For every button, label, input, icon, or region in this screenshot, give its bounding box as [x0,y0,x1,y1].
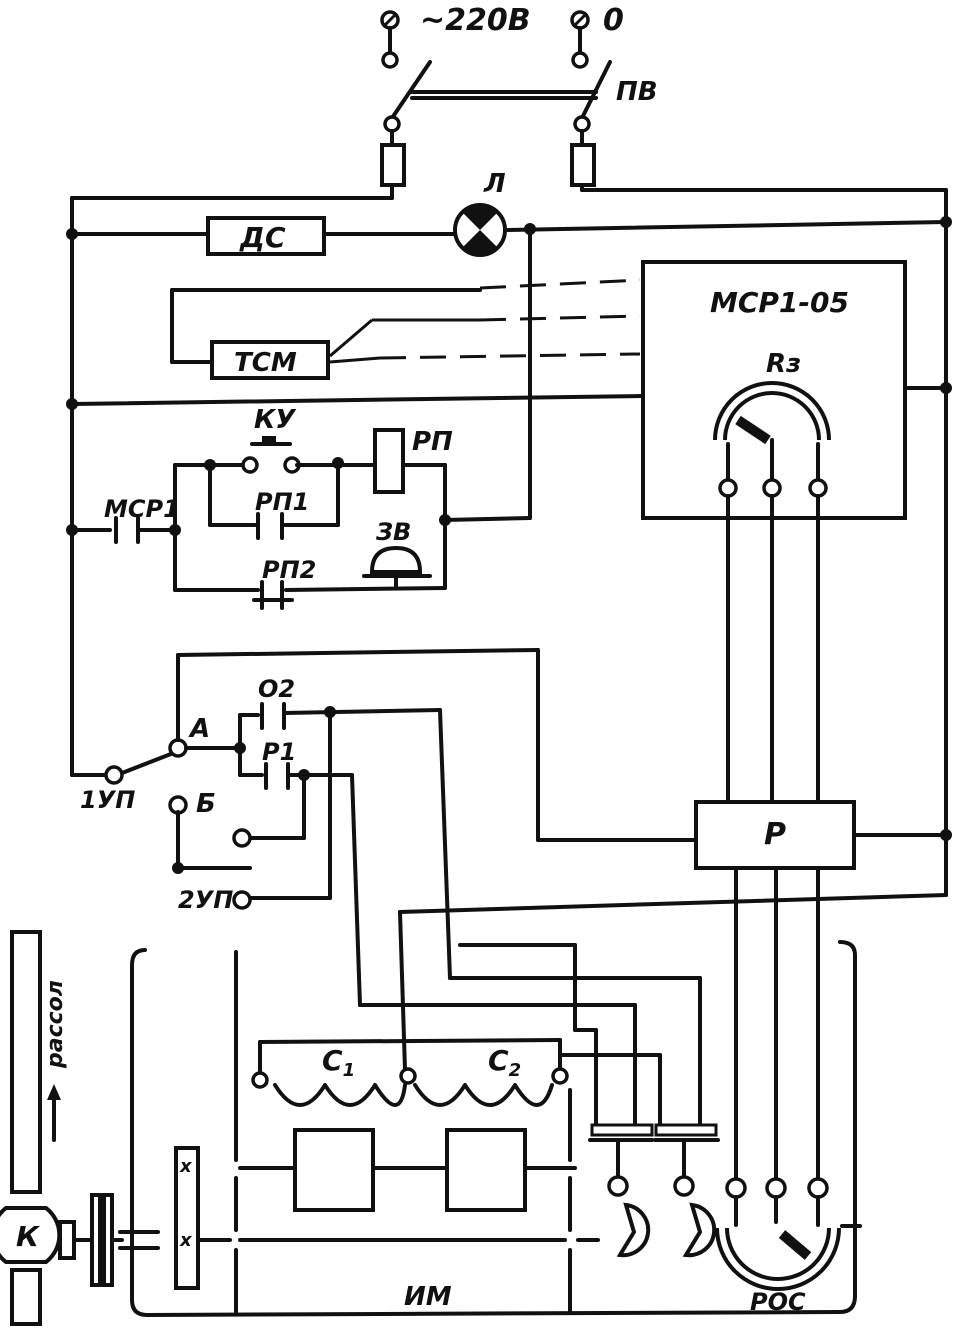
ku-label: КУ [254,405,297,435]
winding-c1-label: С1 [322,1044,355,1081]
motor-rotor-blocks [238,1128,577,1212]
rp1-label: РП1 [255,488,309,516]
gear-x-bottom: х [179,1230,193,1251]
switch-2up-label: 2УП [178,886,233,914]
limit-switches [588,1123,720,1258]
gear-coupling: х х [174,1146,200,1290]
ds-label: ДС [239,221,286,254]
tsm-sensor-row: ТСМ [170,278,641,380]
tsm-label: ТСМ [234,348,297,378]
rz-label: Rз [766,349,801,379]
contact-r1-label: Р1 [262,738,296,766]
controller-msr1-05: МСР1-05 Rз [70,260,948,520]
switch-1up-label: 1УП [80,786,135,814]
main-switch-pv: ПВ [383,60,658,133]
rp2-label: РП2 [262,556,316,584]
zv-label: ЗВ [375,518,411,546]
controller-label: МСР1-05 [710,286,849,319]
main-shaft [118,1224,862,1250]
actuator-feed-wires [258,708,702,1127]
switch-pv-label: ПВ [616,77,658,107]
winding-c2-label: С2 [488,1044,521,1081]
actuator-im-label: ИМ [404,1282,452,1312]
feedback-sensor-ros: РОС [715,1177,841,1316]
power-rails [66,188,952,897]
regulator-p-label: Р [764,817,786,852]
lamp-label: Л [483,169,506,199]
supply-voltage-label: ~220В [420,3,531,38]
gear-x-top: х [179,1156,193,1177]
ds-lamp-row: ДС Л [70,169,948,520]
actuator-im: ИМ [130,940,857,1317]
neutral-label: 0 [603,3,624,38]
brine-pipe-valve: К рассол [0,930,124,1326]
msr1-contact-label: МСР1 [104,495,180,523]
motor-windings: С1 С2 [251,1038,569,1107]
rp-label: РП [412,427,453,457]
lamp-icon [453,203,507,257]
ros-label: РОС [750,1288,806,1316]
mode-switch-block: 1УП А О2 Р1 Б 2УП [80,648,698,914]
position-b-label: Б [196,789,216,819]
brine-label: рассол [43,980,68,1069]
power-supply: ~220В 0 [380,3,624,69]
regulator-p: Р [398,494,948,1182]
valve-k-label: К [16,1220,41,1253]
position-a-label: А [188,714,210,744]
fuses [70,129,948,200]
relay-alarm-block: МСР1 КУ РП РП1 ЗВ РП2 [70,405,532,610]
contact-o2-label: О2 [258,675,295,703]
